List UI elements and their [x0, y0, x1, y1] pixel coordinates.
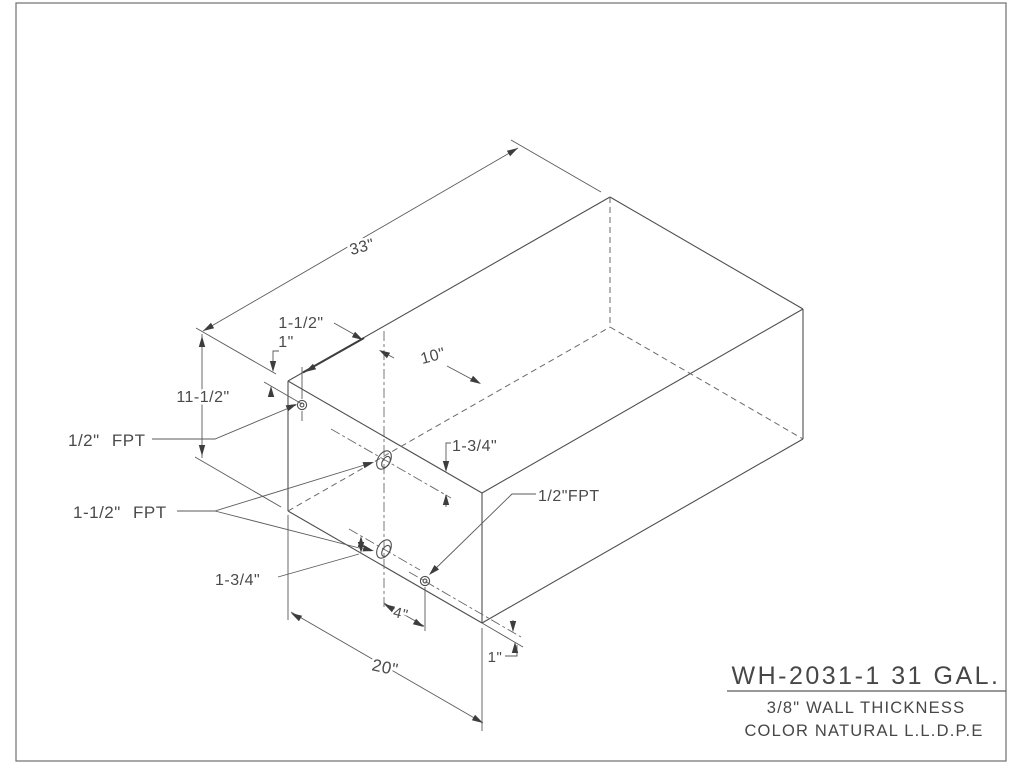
label-drain-fitting: 1/2"FPT: [430, 486, 602, 574]
title-material: COLOR NATURAL L.L.D.P.E: [744, 722, 983, 740]
hidden-edge-bottom-back-right: [609, 326, 804, 440]
title-model-number: WH-2031-1 31 GAL.: [732, 662, 1001, 690]
top-fitting-half-fpt: [296, 399, 308, 411]
extension-line: [510, 139, 602, 193]
label-side-fittings: 1-1/2" FPT: [71, 462, 372, 552]
arrowheads: [198, 145, 520, 726]
leader-line: [333, 322, 358, 337]
tank-hidden-edges: [287, 197, 804, 512]
edge-extension: [481, 622, 524, 648]
label-drain-fitting-text: 1/2"FPT: [538, 488, 600, 505]
fittings: [296, 399, 431, 587]
dimension-line: [202, 147, 519, 332]
centerline-top-fitting-axis: [263, 381, 303, 405]
dim-drain-offset-text: 4": [391, 604, 410, 624]
leader-branch-upper: [214, 462, 372, 512]
edge-bottom-front-right: [481, 438, 804, 624]
dim-top-fitting-inset-text: 1-1/2": [278, 315, 323, 332]
dim-top-fitting-inset: 1-1/2": [276, 313, 365, 374]
dim-width-20: 20": [287, 515, 484, 731]
title-block: WH-2031-1 31 GAL. 3/8" WALL THICKNESS CO…: [727, 662, 1006, 740]
title-wall-thickness: 3/8" WALL THICKNESS: [767, 699, 966, 717]
lower-side-fitting: [376, 539, 392, 559]
extension-line: [194, 456, 282, 508]
dim-lower-fitting-inset: 1-3/4": [213, 538, 362, 592]
label-side-fittings-text: 1-1/2" FPT: [73, 503, 167, 522]
dim-width-text: 20": [370, 655, 400, 679]
dim-fitting-distance: 10": [380, 343, 478, 383]
upper-side-fitting: [376, 450, 392, 470]
dim-length-text: 33": [348, 236, 377, 259]
leader-line: [152, 404, 297, 440]
centerline-drain-fitting: [408, 571, 522, 638]
dim-upper-fitting-inset: 1-3/4": [445, 436, 499, 507]
edge-top-front-left: [287, 380, 483, 494]
edge-top-front-right: [481, 308, 804, 494]
dim-length-33: 33": [195, 139, 602, 375]
edge-top-back-right: [609, 196, 804, 310]
label-top-fitting: 1/2" FPT: [66, 404, 297, 453]
label-top-fitting-text: 1/2" FPT: [68, 431, 146, 450]
leader-line: [430, 493, 536, 574]
dim-drain-height: 1": [481, 620, 524, 669]
leader-line: [277, 553, 360, 578]
dim-height-text: 11-1/2": [176, 389, 229, 406]
sheet-border: [15, 2, 1007, 762]
leader-branch-lower: [214, 510, 372, 552]
dim-top-fitting-drop: 1": [270, 332, 296, 396]
dim-upper-fitting-inset-text: 1-3/4": [452, 438, 497, 455]
dim-fitting-distance-text: 10": [419, 345, 448, 368]
dim-drain-height-text: 1": [488, 649, 503, 666]
dimension-line: [290, 611, 484, 724]
centerline-upper-fitting: [330, 428, 452, 499]
drain-fitting-half-fpt: [419, 575, 431, 587]
dim-lower-fitting-inset-text: 1-3/4": [215, 572, 260, 589]
centerline-lower-fitting: [348, 528, 421, 571]
dim-height-11-5: 11-1/2": [174, 334, 282, 508]
extension-line: [195, 327, 277, 375]
bracket-line: [505, 645, 518, 657]
edge-bottom-front-left: [287, 510, 483, 624]
hidden-edge-bottom-back-left: [287, 326, 611, 512]
dim-top-fitting-drop-text: 1": [278, 334, 294, 351]
tank-solid-edges: [287, 196, 804, 624]
